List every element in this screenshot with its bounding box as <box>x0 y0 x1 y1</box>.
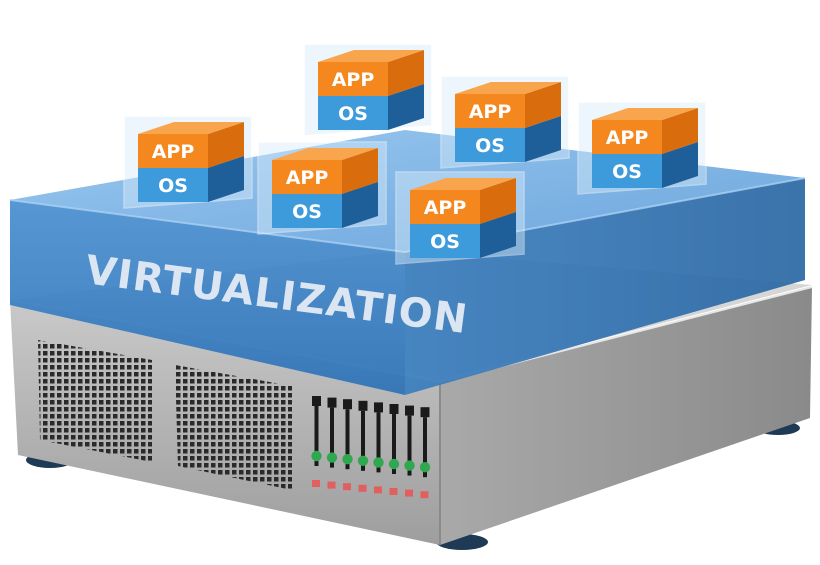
drive-status-led <box>373 457 384 468</box>
vm-app-label: APP <box>332 69 375 91</box>
virtualization-side <box>405 178 805 395</box>
vm-app-label: APP <box>606 127 649 149</box>
vm-box: APP OS <box>303 43 433 137</box>
vm-app-label: APP <box>152 141 195 163</box>
vm-box: APP OS <box>257 141 387 235</box>
drive-status-led <box>342 454 353 465</box>
drive-activity-led <box>389 488 398 495</box>
drive-status-led <box>326 452 338 463</box>
vm-os-label: OS <box>158 175 188 197</box>
drive-status-led <box>311 450 322 462</box>
vm-os-label: OS <box>612 161 642 183</box>
vm-box: APP OS <box>123 115 253 209</box>
drive-status-led <box>388 458 400 470</box>
vm-box: APP OS <box>395 171 525 265</box>
server-side-face <box>440 287 812 545</box>
drive-activity-led <box>405 489 413 497</box>
vm-app-label: APP <box>286 167 329 189</box>
drive-bay <box>419 407 431 499</box>
drive-status-led <box>357 455 369 466</box>
drive-bay <box>404 405 415 497</box>
drive-bay <box>388 404 400 495</box>
vm-os-label: OS <box>475 135 505 157</box>
vm-box: APP OS <box>577 101 707 195</box>
vm-app-label: APP <box>424 197 467 219</box>
server-drive-bays <box>311 396 431 499</box>
drive-activity-led <box>374 486 382 494</box>
vm-os-label: OS <box>430 231 460 253</box>
virtualization-front <box>10 200 405 395</box>
vm-box: APP OS <box>440 75 570 169</box>
drive-activity-led <box>343 483 351 491</box>
drive-bay <box>326 397 338 489</box>
drive-status-led <box>404 460 415 471</box>
drive-activity-led <box>420 491 429 499</box>
drive-activity-led <box>358 484 367 492</box>
vm-app-label: APP <box>469 101 512 123</box>
drive-bay <box>357 400 369 492</box>
vm-boxes: APP OS APP OS APP OS APP OS APP OS APP OS <box>123 43 707 265</box>
server-vent-left <box>38 340 152 462</box>
drive-activity-led <box>312 480 320 487</box>
drive-bay <box>373 402 384 494</box>
drive-bay <box>311 396 322 487</box>
drive-status-led <box>419 462 431 473</box>
server-vent-right <box>175 365 292 490</box>
drive-activity-led <box>327 481 336 489</box>
vm-os-label: OS <box>292 201 322 223</box>
virtualization-layer: VIRTUALIZATION <box>9 130 806 395</box>
vm-os-label: OS <box>338 103 368 125</box>
drive-bay <box>342 399 353 491</box>
